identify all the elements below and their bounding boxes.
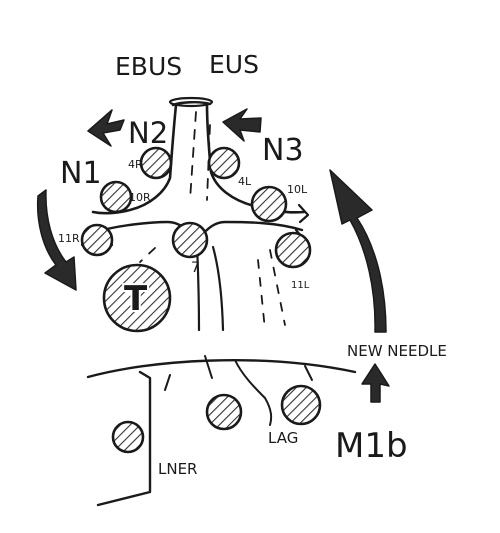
node-lag: [280, 384, 322, 426]
station-11l-label: 11L: [291, 280, 310, 291]
lner-label: LNER: [158, 460, 197, 478]
eus-label: EUS: [209, 50, 259, 79]
node-4l: [207, 146, 241, 180]
n1-label: N1: [60, 156, 102, 191]
node-abdominal-left: [111, 420, 145, 454]
node-10l: [250, 185, 288, 223]
m1b-label: M1b: [335, 426, 408, 466]
diaphragm-lines: [86, 355, 357, 507]
arrows: [36, 108, 390, 403]
ebus-label: EBUS: [115, 52, 182, 81]
station-10l-label: 10L: [287, 183, 308, 196]
node-abdominal-mid: [205, 393, 243, 431]
node-10r: [99, 180, 133, 214]
node-11r: [80, 223, 114, 257]
station-4l-label: 4L: [238, 175, 252, 188]
station-7-label: 7: [191, 260, 200, 276]
tumor-node: [102, 263, 172, 333]
new-needle-label: NEW NEEDLE: [347, 342, 447, 360]
n2-label: N2: [128, 116, 168, 150]
node-4r: [139, 146, 173, 180]
lymph-nodes: [80, 146, 322, 454]
station-4r-label: 4R: [128, 158, 143, 171]
station-11r-label: 11R: [58, 232, 80, 245]
station-10r-label: 10R: [129, 191, 151, 204]
n3-label: N3: [262, 133, 304, 168]
m1b-curved-arrow-icon: [329, 169, 387, 333]
tumor-label: T: [124, 279, 148, 319]
node-11l: [274, 231, 312, 269]
n3-arrow-icon: [222, 108, 262, 142]
new-needle-arrow-icon: [361, 363, 390, 403]
n1-curved-arrow-icon: [36, 189, 77, 291]
node-7: [171, 221, 209, 259]
lag-label: LAG: [268, 429, 298, 447]
n2-arrow-icon: [87, 109, 125, 147]
